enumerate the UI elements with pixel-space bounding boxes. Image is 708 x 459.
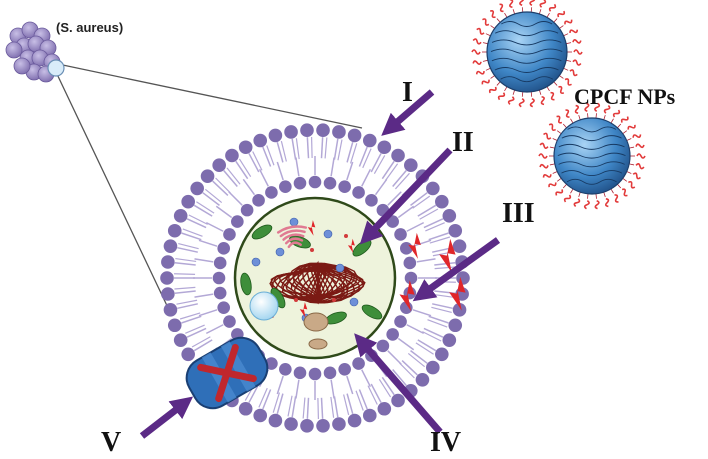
lightning-bolt-icon <box>299 302 308 318</box>
label-v: V <box>101 427 121 458</box>
lightning-bolt-icon <box>439 238 456 273</box>
nanoparticle-label: CPCF NPs <box>574 84 676 109</box>
organelle <box>240 272 252 296</box>
label-ii: II <box>452 127 474 158</box>
staph-cluster-icon <box>5 21 65 83</box>
lipid-bilayer-membrane <box>160 123 470 433</box>
arrow-ii <box>359 147 453 245</box>
organelle <box>361 304 383 320</box>
mechanism-arrows <box>139 89 501 439</box>
zoom-lines <box>55 63 363 313</box>
label-iii: III <box>502 198 535 229</box>
nanoparticle-2 <box>538 102 646 210</box>
efflux-pump-icon <box>185 336 269 410</box>
arrow-i <box>381 89 435 136</box>
cross-mark-icon <box>197 343 257 403</box>
lightning-bolt-icon <box>307 220 316 236</box>
lightning-bolt-icon <box>347 238 355 254</box>
lightning-bolt-icon <box>408 232 421 259</box>
label-i: I <box>402 77 413 108</box>
lightning-bolt-icon <box>449 276 466 311</box>
arrow-iv <box>354 333 443 435</box>
arrow-iii <box>412 237 501 302</box>
bacteria-label: (S. aureus) <box>56 20 123 35</box>
organelle <box>251 224 273 240</box>
label-iv: IV <box>430 427 461 458</box>
ros-lightning-bolts <box>399 232 466 312</box>
nanoparticle-1 <box>471 0 583 108</box>
golgi <box>276 225 308 249</box>
arrow-v <box>139 396 194 439</box>
vacuole <box>249 291 279 321</box>
lightning-bolt-icon <box>399 280 415 312</box>
